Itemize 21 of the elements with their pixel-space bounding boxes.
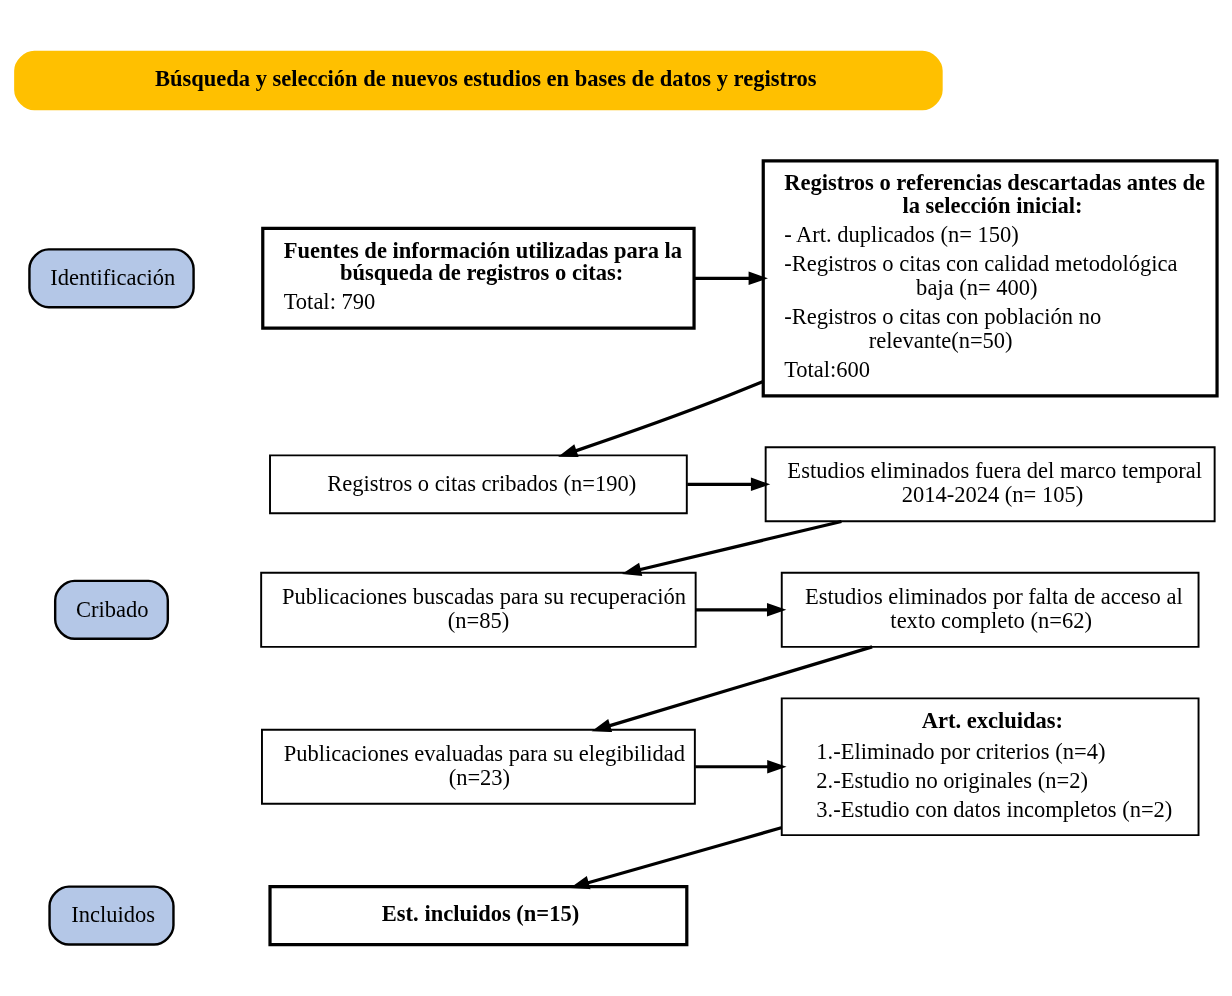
arrow: [591, 645, 873, 733]
node-box: Cribado: [53, 579, 170, 640]
node-box: Incluidos: [48, 885, 175, 946]
arrow: [621, 519, 842, 577]
node-box: Art. excluidas: 1.-Eliminado por criterios (n=4) 2.-Estudio no originales (n=2) 3.-Estudio con datos incompletos (n=2): [780, 697, 1200, 837]
node-box: Registros o referencias descartadas antes de la selección inicial: - Art. duplicados (n= 150) -Registros o citas con calidad metodológica baja (n= 400) -Registros o citas con población no relevante(n=50) Total:600: [761, 159, 1219, 398]
arrow: [694, 271, 768, 286]
node-box: Identificación: [28, 248, 195, 309]
node-box: Registros o citas cribados (n=190): [269, 454, 688, 515]
node-box: Estudios eliminados por falta de acceso al texto completo (n=62): [780, 571, 1200, 648]
arrow: [695, 603, 787, 617]
node-box: Publicaciones buscadas para su recuperación (n=85): [260, 571, 697, 648]
node-box: Fuentes de información utilizadas para la búsqueda de registros o citas: Total: 790: [261, 226, 696, 330]
node-box: Publicaciones evaluadas para su elegibilidad (n=23): [261, 728, 696, 805]
arrow: [695, 759, 787, 774]
node-box: Búsqueda y selección de nuevos estudios en bases de datos y registros: [14, 50, 943, 111]
node-box: Estudios eliminados fuera del marco temporal 2014-2024 (n= 105): [764, 446, 1216, 523]
arrow: [687, 477, 771, 492]
arrow: [570, 826, 782, 890]
arrow: [558, 380, 764, 457]
node-box: Est. incluidos (n=15): [268, 885, 689, 947]
